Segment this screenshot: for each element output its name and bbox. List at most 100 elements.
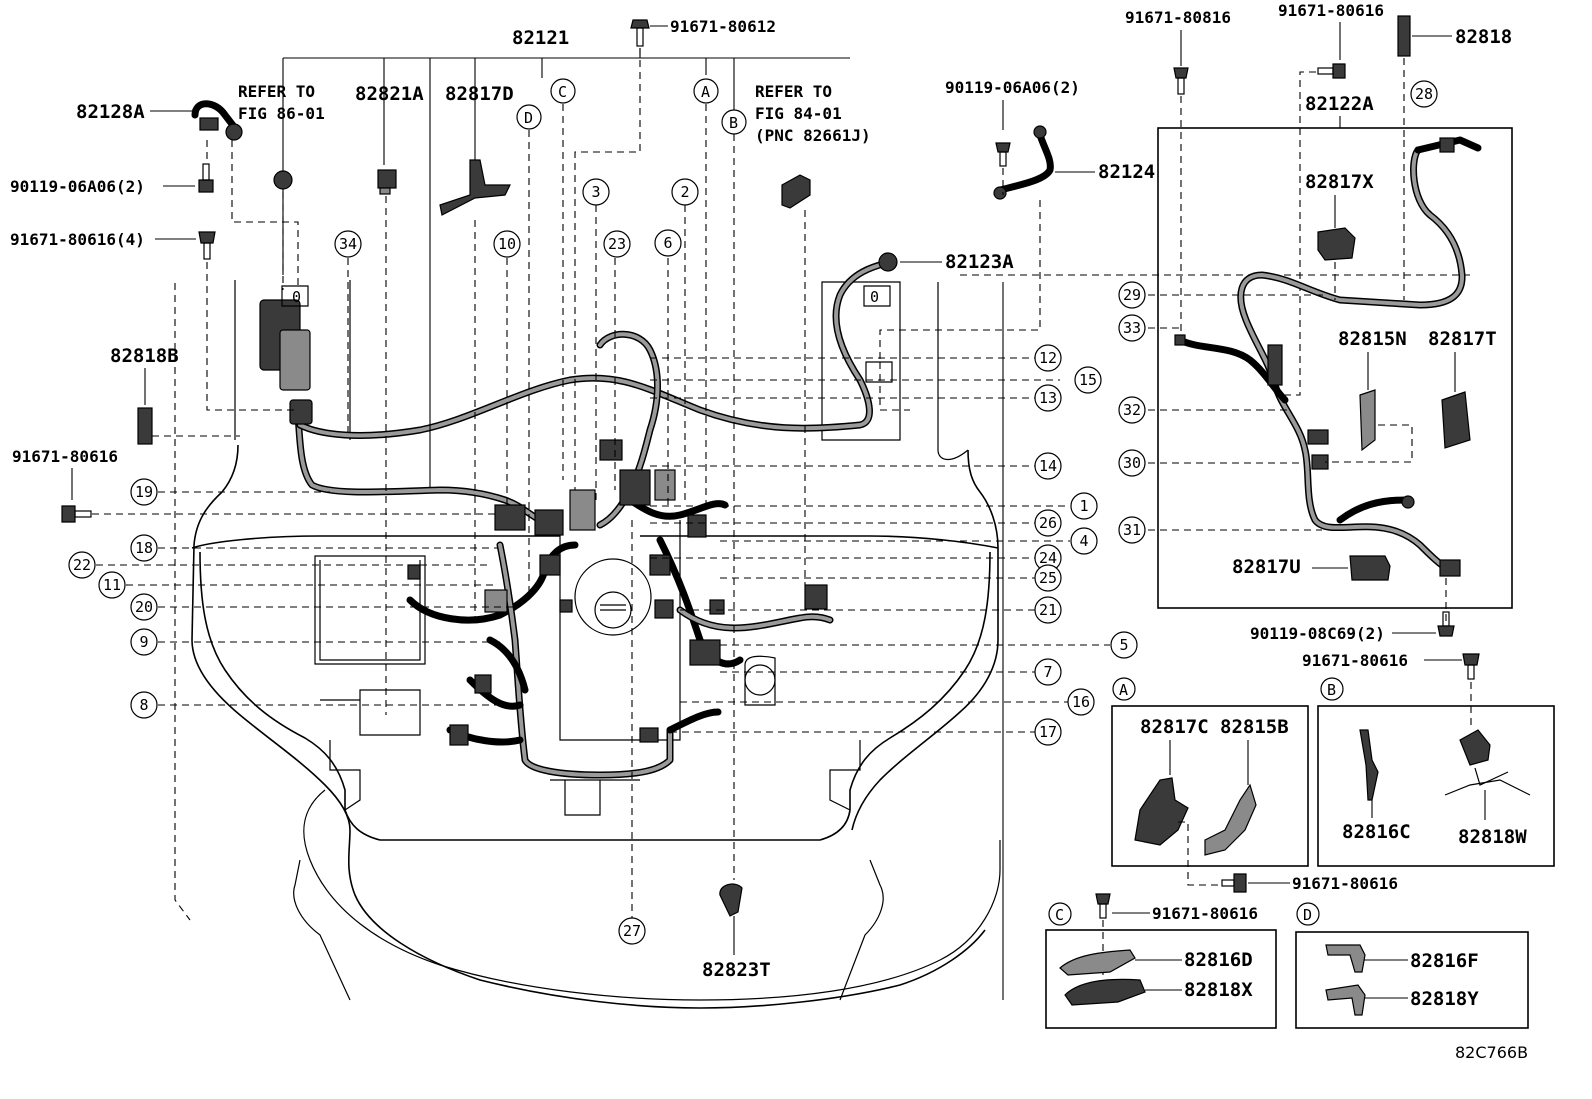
part-82821A-label: 82821A xyxy=(355,83,424,105)
letter-C-callout: C xyxy=(558,83,567,101)
callout-circle xyxy=(1118,516,1146,544)
detail-box-B: B 82816C 82818W xyxy=(1317,677,1555,867)
bracket-icon xyxy=(439,159,511,216)
detail-box-A: A 82817C 82815B xyxy=(1111,677,1309,886)
callout-circle xyxy=(1034,344,1062,372)
part-91671-80616-left-label: 91671-80616 xyxy=(12,447,118,466)
detail-letter-B: B xyxy=(1327,681,1336,699)
mark-u-label: 0 xyxy=(870,288,879,306)
callout-number: 6 xyxy=(663,234,672,252)
part-82818Y-label: 82818Y xyxy=(1410,988,1479,1010)
callout-number: 17 xyxy=(1039,723,1057,741)
callout-number: 32 xyxy=(1123,401,1141,419)
bolt-icon xyxy=(1221,873,1247,893)
callout-4: 4 xyxy=(1070,527,1098,555)
part-82817C-label: 82817C xyxy=(1140,716,1209,738)
callout-number: 16 xyxy=(1072,693,1090,711)
callout-8: 8 xyxy=(130,691,158,719)
bolt-icon xyxy=(995,142,1011,167)
callout-number: 34 xyxy=(339,235,357,253)
part-82815B-label: 82815B xyxy=(1220,716,1289,738)
callout-31: 31 xyxy=(1118,516,1146,544)
bolt-icon xyxy=(198,163,214,193)
callout-number: 5 xyxy=(1119,636,1128,654)
callout-circle xyxy=(1034,452,1062,480)
callout-number: 19 xyxy=(135,483,153,501)
under-frame-fasteners: 90119-08C69(2) 91671-80616 xyxy=(1250,578,1480,730)
callout-17: 17 xyxy=(1034,718,1062,746)
callout-circle xyxy=(1070,492,1098,520)
callout-circle xyxy=(130,628,158,656)
part-91671-80616-top-label: 91671-80616 xyxy=(1278,1,1384,20)
callout-6: 6 xyxy=(654,229,682,257)
callout-circle xyxy=(130,534,158,562)
part-90119-06A06-2-left-label: 90119-06A06(2) xyxy=(10,177,145,196)
callout-21: 21 xyxy=(1034,596,1062,624)
part-82815N-label: 82815N xyxy=(1338,328,1407,350)
callout-7: 7 xyxy=(1034,658,1062,686)
ground-strap-icon xyxy=(993,125,1054,200)
bracket-icon xyxy=(1204,783,1257,856)
relay-icon xyxy=(1317,227,1356,261)
letter-D-callout: D xyxy=(524,109,533,127)
callout-14: 14 xyxy=(1034,452,1062,480)
callout-circle xyxy=(1034,384,1062,412)
callout-number: 29 xyxy=(1123,286,1141,304)
detail-frame-82122A: 91671-80816 91671-80616 82818 82122A xyxy=(1125,1,1513,609)
bracket-icon xyxy=(1441,391,1471,449)
part-82121-label: 82121 xyxy=(512,27,569,49)
connector-icon xyxy=(781,174,811,209)
callout-number: 13 xyxy=(1039,389,1057,407)
bolt-icon xyxy=(1173,67,1189,95)
part-91671-80816-label: 91671-80816 xyxy=(1125,8,1231,27)
callout-number: 25 xyxy=(1039,569,1057,587)
callout-circle xyxy=(1118,396,1146,424)
callout-20: 20 xyxy=(130,593,158,621)
callout-number: 30 xyxy=(1123,454,1141,472)
part-91671-80616-right-label: 91671-80616 xyxy=(1302,651,1408,670)
part-82818-label: 82818 xyxy=(1455,26,1512,48)
part-91671-80616-4-label: 91671-80616(4) xyxy=(10,230,145,249)
mark-u-label-left: 0 xyxy=(292,288,301,306)
callout-circle xyxy=(582,178,610,206)
callout-circle xyxy=(671,178,699,206)
callout-number: 24 xyxy=(1039,549,1057,567)
numbered-callouts xyxy=(96,205,1110,918)
callout-number: 3 xyxy=(591,183,600,201)
part-82816D-label: 82816D xyxy=(1184,949,1253,971)
harness-connectors xyxy=(259,299,828,746)
bolt-icon xyxy=(1095,893,1111,919)
callout-number: 33 xyxy=(1123,319,1141,337)
callout-circle xyxy=(1034,596,1062,624)
bolt-icon xyxy=(1317,63,1346,79)
callout-circle xyxy=(1034,658,1062,686)
callout-circle xyxy=(1034,509,1062,537)
top-left-parts: 82121 91671-80612 82128A 90119-06A06(2) … xyxy=(10,17,850,921)
callout-number: 15 xyxy=(1079,371,1097,389)
callout-number: 27 xyxy=(623,922,641,940)
part-82818X-label: 82818X xyxy=(1184,979,1253,1001)
callout-circle xyxy=(1070,527,1098,555)
part-82818W-label: 82818W xyxy=(1458,826,1527,848)
part-91671-80616-boxA-label: 91671-80616 xyxy=(1292,874,1398,893)
callout-15: 15 xyxy=(1074,366,1102,394)
callout-circle xyxy=(1118,281,1146,309)
callout-28: 28 xyxy=(1410,80,1438,108)
part-82817T-label: 82817T xyxy=(1428,328,1497,350)
callout-number: 4 xyxy=(1079,532,1088,550)
bracket-icon xyxy=(1359,729,1379,801)
bolt-icon xyxy=(630,19,650,47)
callout-circle xyxy=(603,230,631,258)
callout-10: 10 xyxy=(493,230,521,258)
callout-11: 11 xyxy=(98,571,126,599)
bracket-icon xyxy=(1064,978,1146,1006)
callout-circle xyxy=(130,691,158,719)
callout-number: 7 xyxy=(1043,663,1052,681)
callout-13: 13 xyxy=(1034,384,1062,412)
letter-callouts: C A D B xyxy=(516,78,747,600)
part-82823T-label: 82823T xyxy=(702,959,771,981)
detail-letter-C: C xyxy=(1055,906,1064,924)
clip-icon xyxy=(137,407,153,445)
grommet-icon xyxy=(878,252,898,272)
callout-30: 30 xyxy=(1118,449,1146,477)
